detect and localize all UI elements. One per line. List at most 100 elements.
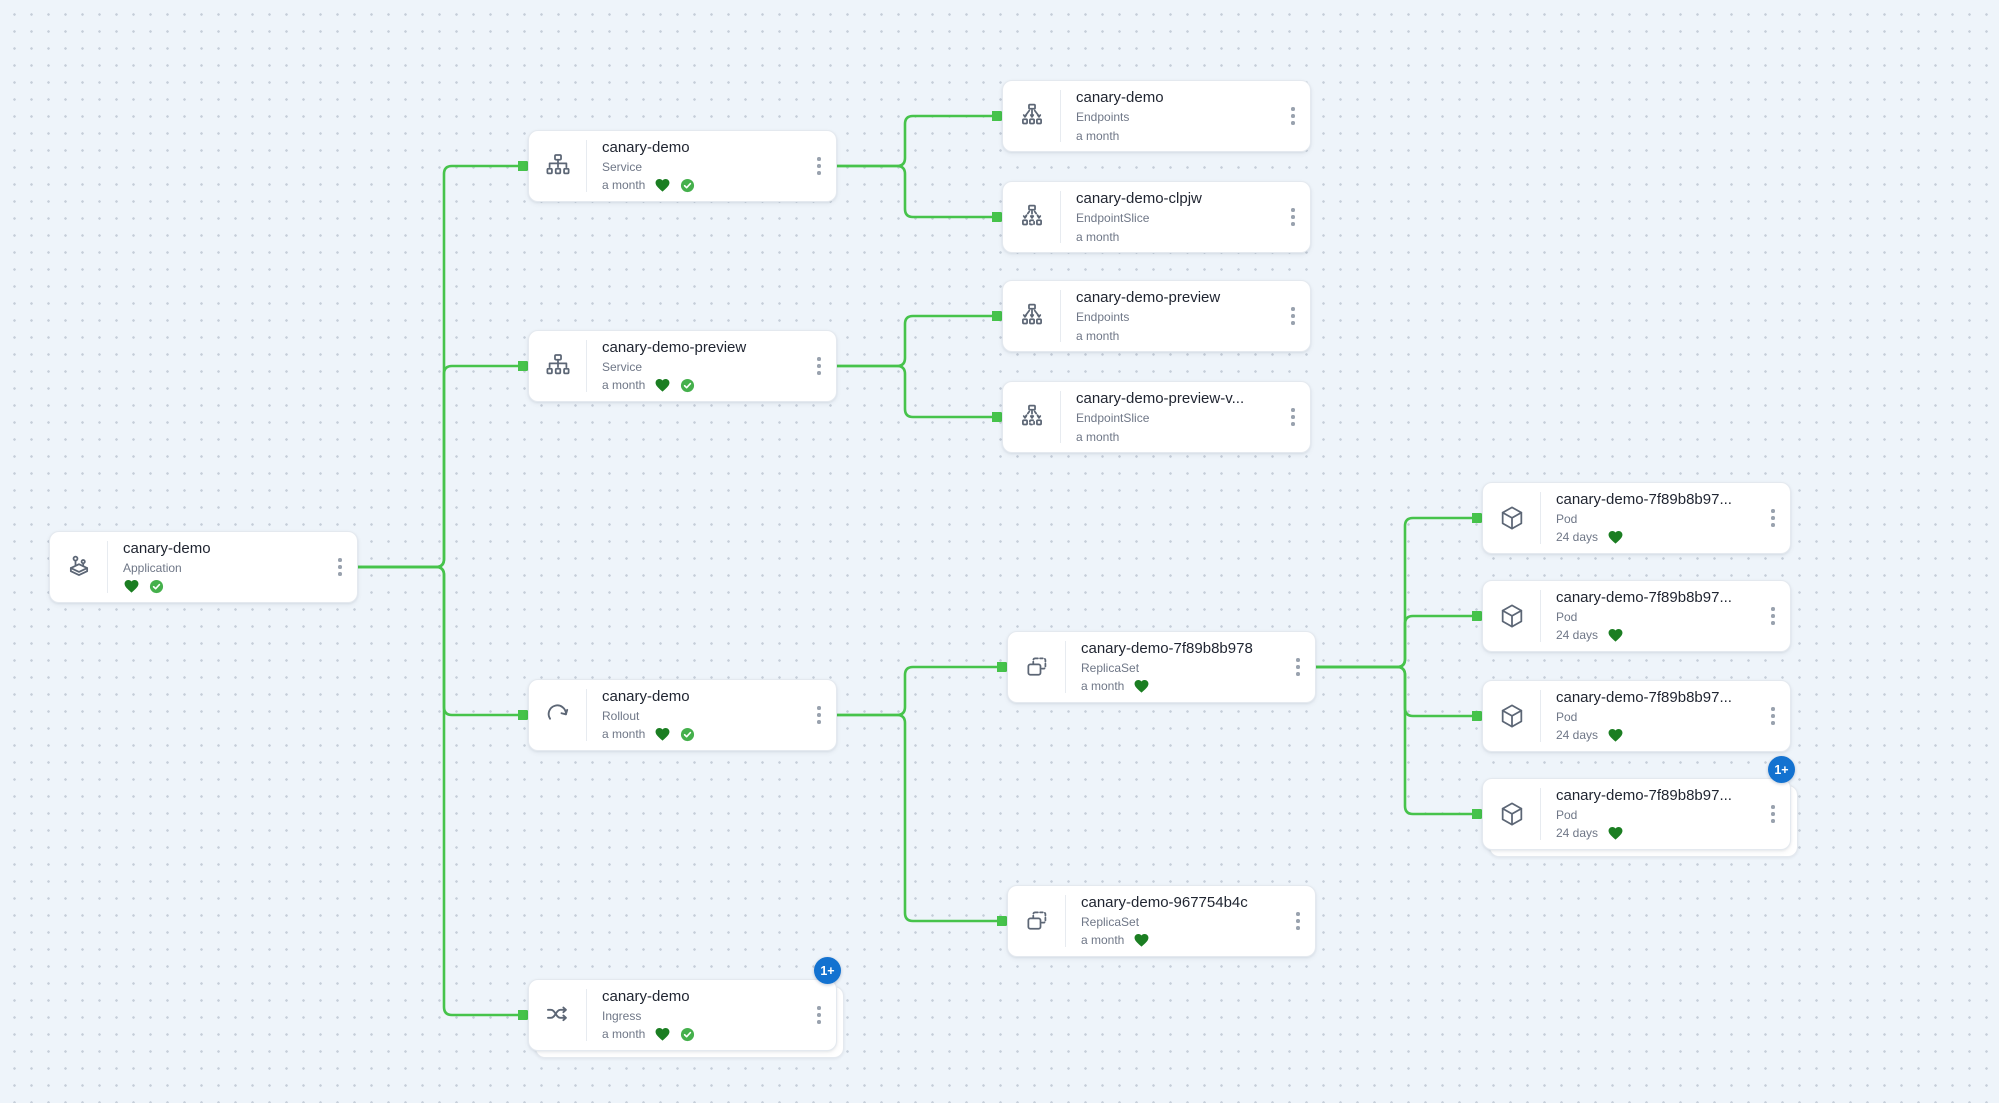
resource-name: canary-demo-preview-v... bbox=[1076, 390, 1245, 407]
pod-icon bbox=[1483, 581, 1540, 651]
collapsed-count-badge[interactable]: 1+ bbox=[1768, 756, 1795, 783]
service-icon bbox=[529, 131, 586, 201]
node-service-canary-demo[interactable]: canary-demo Service a month bbox=[528, 130, 837, 202]
card-divider bbox=[1060, 90, 1061, 142]
healthy-heart-icon bbox=[1607, 627, 1624, 644]
node-menu-button[interactable] bbox=[1280, 382, 1306, 452]
resource-name: canary-demo-7f89b8b97... bbox=[1556, 787, 1732, 804]
node-menu-button[interactable] bbox=[1760, 779, 1786, 849]
node-replicaset-canary-demo-7f89b8b978[interactable]: canary-demo-7f89b8b978 ReplicaSet a mont… bbox=[1007, 631, 1316, 703]
collapsed-count-badge[interactable]: 1+ bbox=[814, 957, 841, 984]
resource-name: canary-demo bbox=[1076, 89, 1164, 106]
edge-app-svc2 bbox=[356, 366, 519, 569]
card-divider bbox=[1540, 690, 1541, 742]
node-menu-button[interactable] bbox=[806, 331, 832, 401]
edge-svc1-eps1 bbox=[835, 164, 993, 217]
resource-kind: Endpoints bbox=[1076, 110, 1130, 124]
resource-age: a month bbox=[1081, 933, 1125, 947]
node-pod-canary-demo-1[interactable]: canary-demo-7f89b8b97... Pod 24 days bbox=[1482, 482, 1791, 554]
node-endpoints-canary-demo-preview[interactable]: canary-demo-preview Endpoints a month bbox=[1002, 280, 1311, 352]
node-replicaset-canary-demo-967754b4c[interactable]: canary-demo-967754b4c ReplicaSet a month bbox=[1007, 885, 1316, 957]
synced-check-icon bbox=[149, 579, 164, 594]
node-endpoints-canary-demo[interactable]: canary-demo Endpoints a month bbox=[1002, 80, 1311, 152]
edge-app-rollout bbox=[356, 565, 519, 715]
synced-check-icon bbox=[680, 378, 695, 393]
resource-name: canary-demo-7f89b8b97... bbox=[1556, 589, 1732, 606]
resource-name: canary-demo bbox=[602, 139, 690, 156]
node-service-canary-demo-preview[interactable]: canary-demo-preview Service a month bbox=[528, 330, 837, 402]
card-divider bbox=[1060, 290, 1061, 342]
edge-rs1-pod4 bbox=[1314, 665, 1473, 814]
node-rollout-canary-demo[interactable]: canary-demo Rollout a month bbox=[528, 679, 837, 751]
resource-age: a month bbox=[602, 178, 646, 192]
edge-rs1-pod2 bbox=[1314, 616, 1473, 669]
resource-age: 24 days bbox=[1556, 628, 1599, 642]
endpoints-icon bbox=[1003, 81, 1060, 151]
node-menu-button[interactable] bbox=[806, 131, 832, 201]
node-menu-button[interactable] bbox=[1760, 681, 1786, 751]
card-divider bbox=[1065, 895, 1066, 947]
edge-svc2-eps2 bbox=[835, 364, 993, 417]
node-application-canary-demo[interactable]: canary-demo Application bbox=[49, 531, 358, 603]
service-icon bbox=[529, 331, 586, 401]
node-menu-button[interactable] bbox=[1280, 81, 1306, 151]
node-pod-canary-demo-3[interactable]: canary-demo-7f89b8b97... Pod 24 days bbox=[1482, 680, 1791, 752]
resource-kind: EndpointSlice bbox=[1076, 211, 1150, 225]
node-pod-canary-demo-4[interactable]: 1+ canary-demo-7f89b8b97... Pod 24 days bbox=[1482, 756, 1795, 850]
resource-age: a month bbox=[602, 378, 646, 392]
card-divider bbox=[1540, 788, 1541, 840]
synced-check-icon bbox=[680, 1027, 695, 1042]
resource-kind: Pod bbox=[1556, 511, 1578, 526]
node-menu-button[interactable] bbox=[806, 680, 832, 750]
node-ingress-canary-demo[interactable]: 1+ canary-demo Ingress a month bbox=[528, 957, 841, 1051]
resource-kind: Pod bbox=[1556, 709, 1578, 724]
pod-icon bbox=[1483, 483, 1540, 553]
healthy-heart-icon bbox=[1607, 529, 1624, 546]
resource-kind: Rollout bbox=[602, 708, 640, 723]
pod-icon bbox=[1483, 681, 1540, 751]
card-divider bbox=[107, 541, 108, 593]
resource-kind: EndpointSlice bbox=[1076, 411, 1150, 425]
resource-kind: ReplicaSet bbox=[1081, 660, 1140, 675]
resource-name: canary-demo-preview bbox=[1076, 289, 1221, 306]
resource-name: canary-demo-7f89b8b97... bbox=[1556, 689, 1732, 706]
resource-kind: Service bbox=[602, 359, 643, 374]
healthy-heart-icon bbox=[1133, 678, 1150, 695]
resource-kind: Endpoints bbox=[1076, 310, 1130, 324]
node-menu-button[interactable] bbox=[1285, 886, 1311, 956]
node-endpointslice-canary-demo-preview[interactable]: canary-demo-preview-v... EndpointSlice a… bbox=[1002, 381, 1311, 453]
endpoints-icon bbox=[1003, 281, 1060, 351]
node-menu-button[interactable] bbox=[1280, 182, 1306, 252]
resource-kind: Ingress bbox=[602, 1008, 642, 1023]
node-menu-button[interactable] bbox=[1280, 281, 1306, 351]
healthy-heart-icon bbox=[654, 177, 671, 194]
resource-age: a month bbox=[1076, 328, 1120, 343]
resource-kind: Service bbox=[602, 159, 643, 174]
node-menu-button[interactable] bbox=[1285, 632, 1311, 702]
node-endpointslice-canary-demo-clpjw[interactable]: canary-demo-clpjw EndpointSlice a month bbox=[1002, 181, 1311, 253]
resource-kind: Pod bbox=[1556, 807, 1578, 822]
edge-svc1-ep1 bbox=[835, 116, 993, 168]
replicaset-icon bbox=[1008, 632, 1065, 702]
synced-check-icon bbox=[680, 727, 695, 742]
resource-age: a month bbox=[602, 1027, 646, 1041]
resource-name: canary-demo-7f89b8b97... bbox=[1556, 491, 1732, 508]
edge-app-ingress bbox=[356, 565, 519, 1015]
pod-icon bbox=[1483, 779, 1540, 849]
resource-kind: Pod bbox=[1556, 609, 1578, 624]
node-menu-button[interactable] bbox=[806, 980, 832, 1050]
healthy-heart-icon bbox=[1607, 727, 1624, 744]
resource-name: canary-demo bbox=[602, 988, 690, 1005]
node-pod-canary-demo-2[interactable]: canary-demo-7f89b8b97... Pod 24 days bbox=[1482, 580, 1791, 652]
node-menu-button[interactable] bbox=[327, 532, 353, 602]
healthy-heart-icon bbox=[1133, 932, 1150, 949]
healthy-heart-icon bbox=[654, 1026, 671, 1043]
resource-kind: ReplicaSet bbox=[1081, 914, 1140, 929]
resource-name: canary-demo bbox=[602, 688, 690, 705]
card-divider bbox=[1060, 191, 1061, 243]
resource-age: a month bbox=[602, 727, 646, 741]
node-menu-button[interactable] bbox=[1760, 581, 1786, 651]
node-menu-button[interactable] bbox=[1760, 483, 1786, 553]
healthy-heart-icon bbox=[1607, 825, 1624, 842]
